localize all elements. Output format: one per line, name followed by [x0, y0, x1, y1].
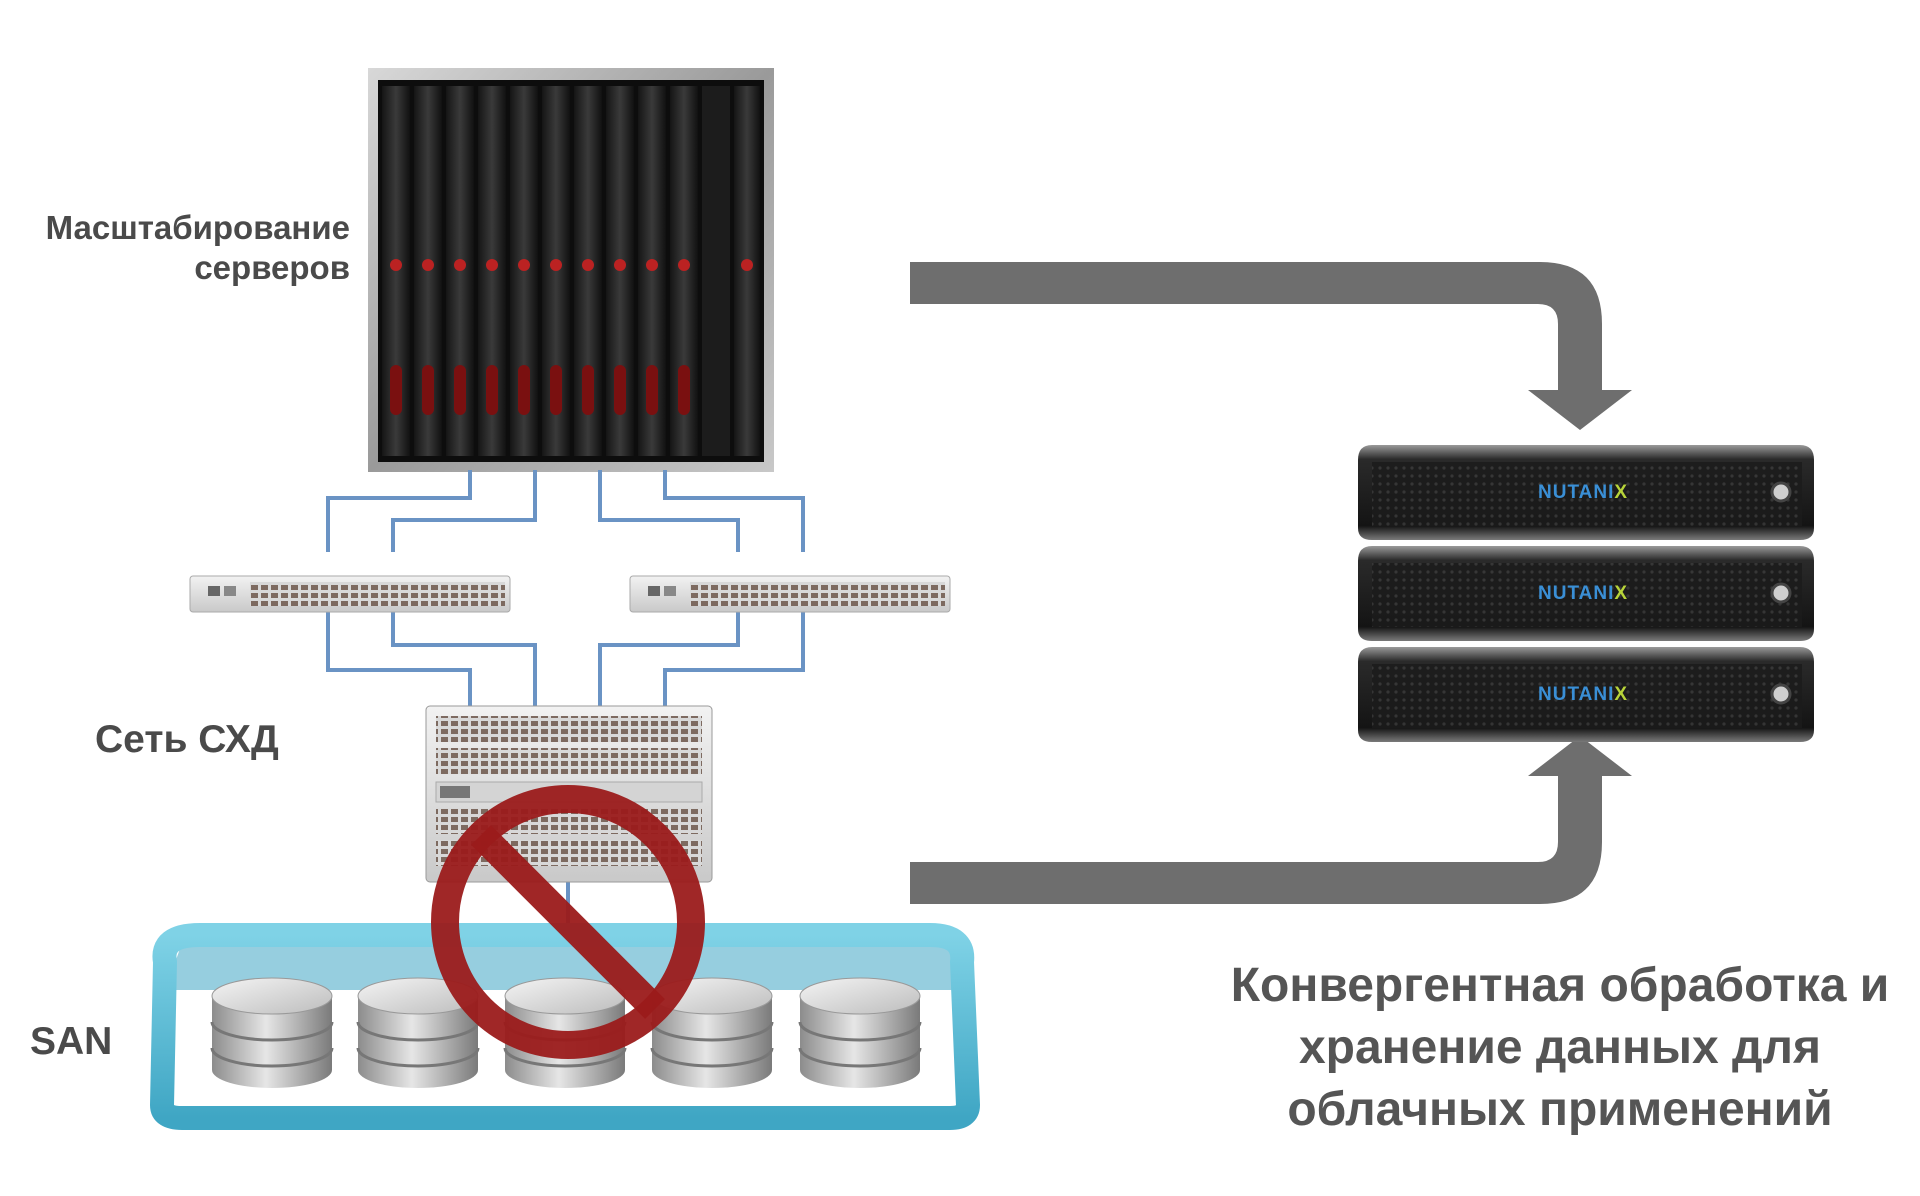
arrow-bottom-icon — [910, 736, 1632, 904]
nutanix-logo-1: NUTANIX — [1538, 482, 1628, 503]
disk-1 — [212, 978, 332, 1088]
nutanix-node-2: NUTANIX — [1358, 546, 1814, 641]
arrow-top-icon — [910, 262, 1632, 430]
nutanix-logo-2: NUTANIX — [1538, 583, 1628, 604]
nutanix-node-1: NUTANIX — [1358, 445, 1814, 540]
nutanix-logo-3: NUTANIX — [1538, 684, 1628, 705]
disk-5 — [800, 978, 920, 1088]
fc-switch-left — [190, 576, 510, 612]
fc-switch-right — [630, 576, 950, 612]
nutanix-node-3: NUTANIX — [1358, 647, 1814, 742]
blade-server-chassis-icon — [368, 68, 774, 472]
